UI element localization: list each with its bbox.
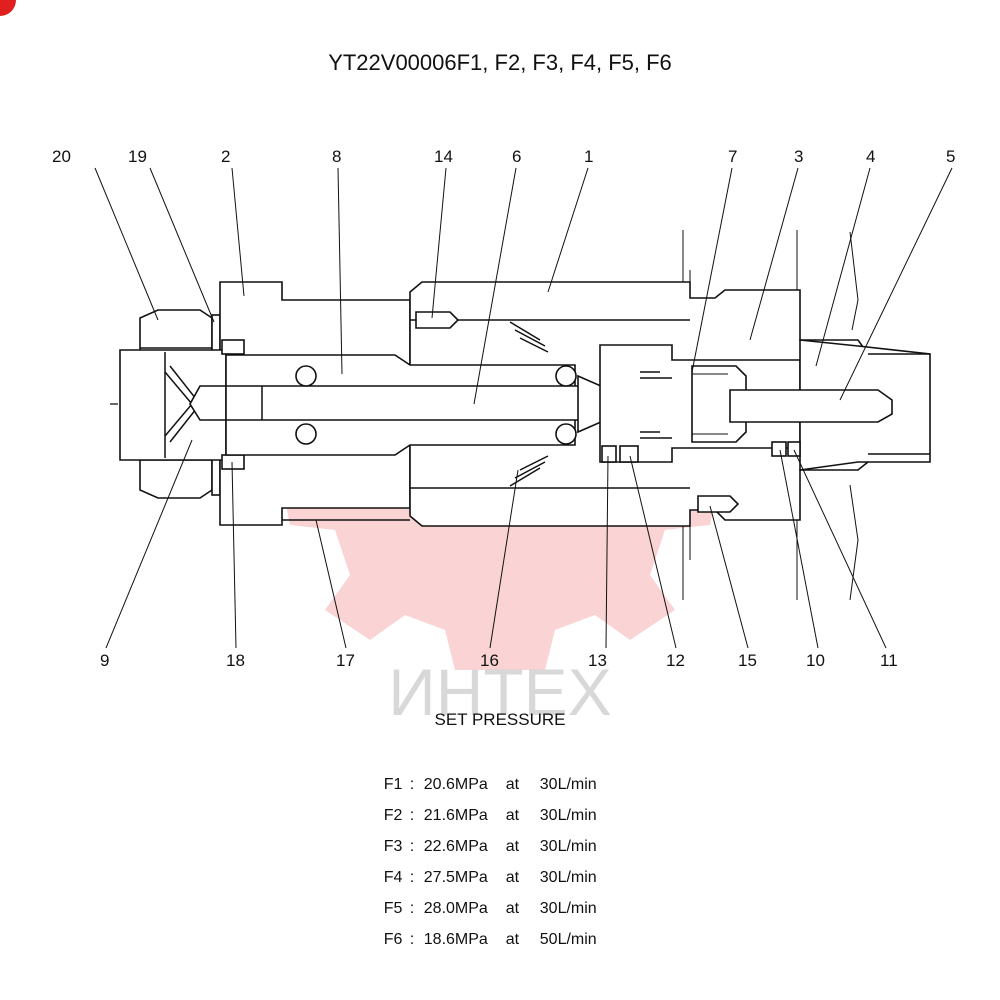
callout-16: 16 [480, 651, 499, 670]
o-ring-15 [697, 495, 740, 513]
pressure-row-f2: F2:21.6MPa at 30L/min [366, 789, 626, 824]
drawing-title: YT22V00006F1, F2, F3, F4, F5, F6 [328, 50, 672, 75]
callout-2: 2 [221, 147, 230, 166]
pressure-sep: : [409, 931, 415, 948]
plunger [729, 389, 893, 423]
pressure-at: at [505, 838, 520, 855]
callout-18: 18 [226, 651, 245, 670]
pressure-flow: 30L/min [539, 900, 597, 917]
seal-13 [601, 445, 617, 463]
pressure-flow: 30L/min [539, 838, 597, 855]
seal-12 [619, 445, 639, 463]
pressure-sep: : [409, 838, 415, 855]
callout-3: 3 [794, 147, 803, 166]
pressure-at: at [505, 931, 520, 948]
pressure-flow: 30L/min [539, 776, 597, 793]
callout-20: 20 [52, 147, 71, 166]
seal-11 [787, 441, 801, 457]
callout-7: 7 [728, 147, 737, 166]
spring-coil-top-right [555, 365, 577, 387]
callout-4: 4 [866, 147, 875, 166]
pressure-sep: : [409, 807, 415, 824]
callout-10: 10 [806, 651, 825, 670]
pressure-key: F4 [383, 869, 403, 886]
callout-15: 15 [738, 651, 757, 670]
watermark-text: ИНТЕХ [388, 655, 611, 729]
seal-ring-upper [221, 339, 245, 355]
spring-coil-bottom-right [555, 423, 577, 445]
pressure-sep: : [409, 900, 415, 917]
callout-5: 5 [946, 147, 955, 166]
pressure-flow: 30L/min [539, 869, 597, 886]
pressure-value: 20.6MPa [423, 776, 488, 793]
pressure-row-f6: F6:18.6MPa at 50L/min [366, 913, 626, 948]
callout-1: 1 [584, 147, 593, 166]
callout-11: 11 [880, 651, 898, 670]
pressure-key: F3 [383, 838, 403, 855]
spring-coil-bottom-left [295, 423, 317, 445]
callout-8: 8 [332, 147, 341, 166]
set-pressure-title: SET PRESSURE [434, 710, 566, 729]
pressure-value: 28.0MPa [423, 900, 488, 917]
pressure-row-f1: F1:20.6MPa at 30L/min [366, 758, 626, 793]
callout-13: 13 [588, 651, 607, 670]
pressure-flow: 50L/min [539, 931, 597, 948]
pressure-at: at [505, 900, 520, 917]
pressure-value: 21.6MPa [423, 807, 488, 824]
pressure-row-f3: F3:22.6MPa at 30L/min [366, 820, 626, 855]
callout-9: 9 [100, 651, 109, 670]
pressure-key: F6 [383, 931, 403, 948]
pressure-row-f5: F5:28.0MPa at 30L/min [366, 882, 626, 917]
callout-12: 12 [666, 651, 685, 670]
corner-logo-icon [0, 0, 16, 16]
pressure-row-f4: F4:27.5MPa at 30L/min [366, 851, 626, 886]
piston [691, 365, 747, 443]
pressure-key: F5 [383, 900, 403, 917]
callout-6: 6 [512, 147, 521, 166]
pressure-value: 18.6MPa [423, 931, 488, 948]
pressure-flow: 30L/min [539, 807, 597, 824]
seal-10 [771, 441, 787, 457]
pressure-at: at [505, 776, 520, 793]
seal-ring-18 [221, 454, 245, 470]
seal-16 [509, 321, 549, 487]
spring-coil-top-left [295, 365, 317, 387]
o-ring-14 [415, 311, 460, 329]
leader-lines [94, 167, 953, 649]
pressure-at: at [505, 869, 520, 886]
callout-19: 19 [128, 147, 147, 166]
callout-17: 17 [336, 651, 355, 670]
pressure-value: 27.5MPa [423, 869, 488, 886]
pressure-sep: : [409, 776, 415, 793]
pressure-key: F2 [383, 807, 403, 824]
pressure-sep: : [409, 869, 415, 886]
pressure-key: F1 [383, 776, 403, 793]
callout-14: 14 [434, 147, 453, 166]
pressure-value: 22.6MPa [423, 838, 488, 855]
pressure-at: at [505, 807, 520, 824]
